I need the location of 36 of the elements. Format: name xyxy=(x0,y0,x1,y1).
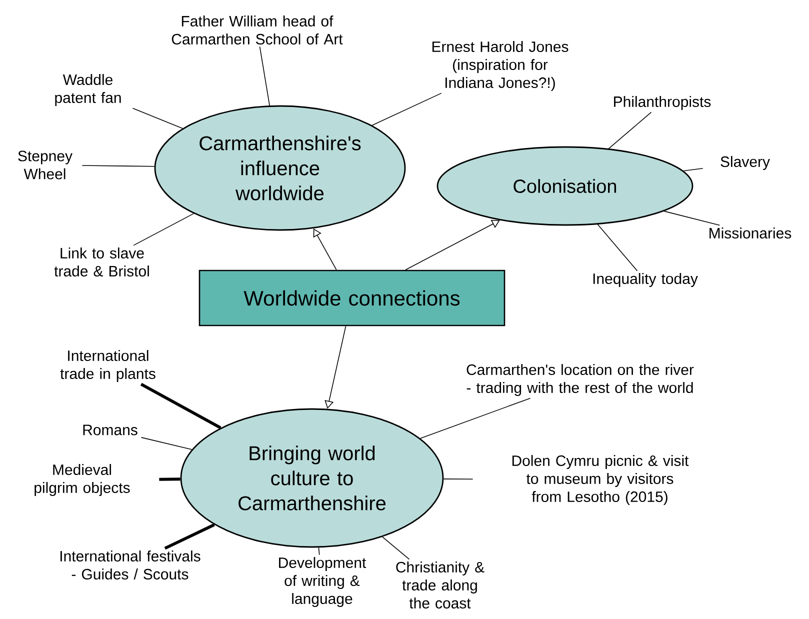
note-text: Inequality today xyxy=(593,273,698,287)
leader-line xyxy=(164,523,215,550)
note-text: Development of writing & language xyxy=(279,557,366,607)
leader-line xyxy=(382,536,410,560)
note-text: Christianity & trade along the coast xyxy=(396,562,484,608)
note-text: Link to slave trade & Bristol xyxy=(54,248,149,276)
note-text: International festivals - Guides / Scouts xyxy=(60,550,200,580)
leader-line xyxy=(140,382,222,430)
leader-line xyxy=(82,165,155,167)
note-text: Waddle patent fan xyxy=(55,74,121,106)
leader-line xyxy=(608,112,652,150)
note-text: Romans xyxy=(83,424,138,436)
leader-line xyxy=(132,108,183,129)
topic-box: Worldwide connections xyxy=(198,270,506,326)
leader-line xyxy=(318,547,320,556)
note-text: International trade in plants xyxy=(60,350,156,382)
note-text: Ernest Harold Jones (inspiration for Indiana Jones?!) xyxy=(432,41,568,91)
leader-line xyxy=(443,478,474,480)
note-text: Dolen Cymru picnic & visit to museum by visitors from Lesotho (2015) xyxy=(512,455,689,505)
leader-line xyxy=(133,213,194,246)
note-text: Stepney Wheel xyxy=(18,150,72,180)
note-text: Philanthropists xyxy=(614,96,711,110)
leader-line xyxy=(259,46,270,106)
note-text: Father William head of Carmarthen School of Art xyxy=(172,16,343,44)
leader-line xyxy=(372,92,442,126)
leader-line xyxy=(159,478,180,481)
leader-line xyxy=(683,168,704,172)
leader-line xyxy=(597,224,638,272)
leader-line xyxy=(140,437,192,450)
arrow xyxy=(405,220,500,270)
leader-line xyxy=(420,398,531,439)
note-text: Missionaries xyxy=(710,228,792,238)
note-text: Medieval pilgrim objects xyxy=(34,464,130,496)
note-text: Carmarthen's location on the river - trading with the rest of the world xyxy=(466,364,694,396)
leader-line xyxy=(664,210,720,226)
note-text: Slavery xyxy=(720,156,770,170)
